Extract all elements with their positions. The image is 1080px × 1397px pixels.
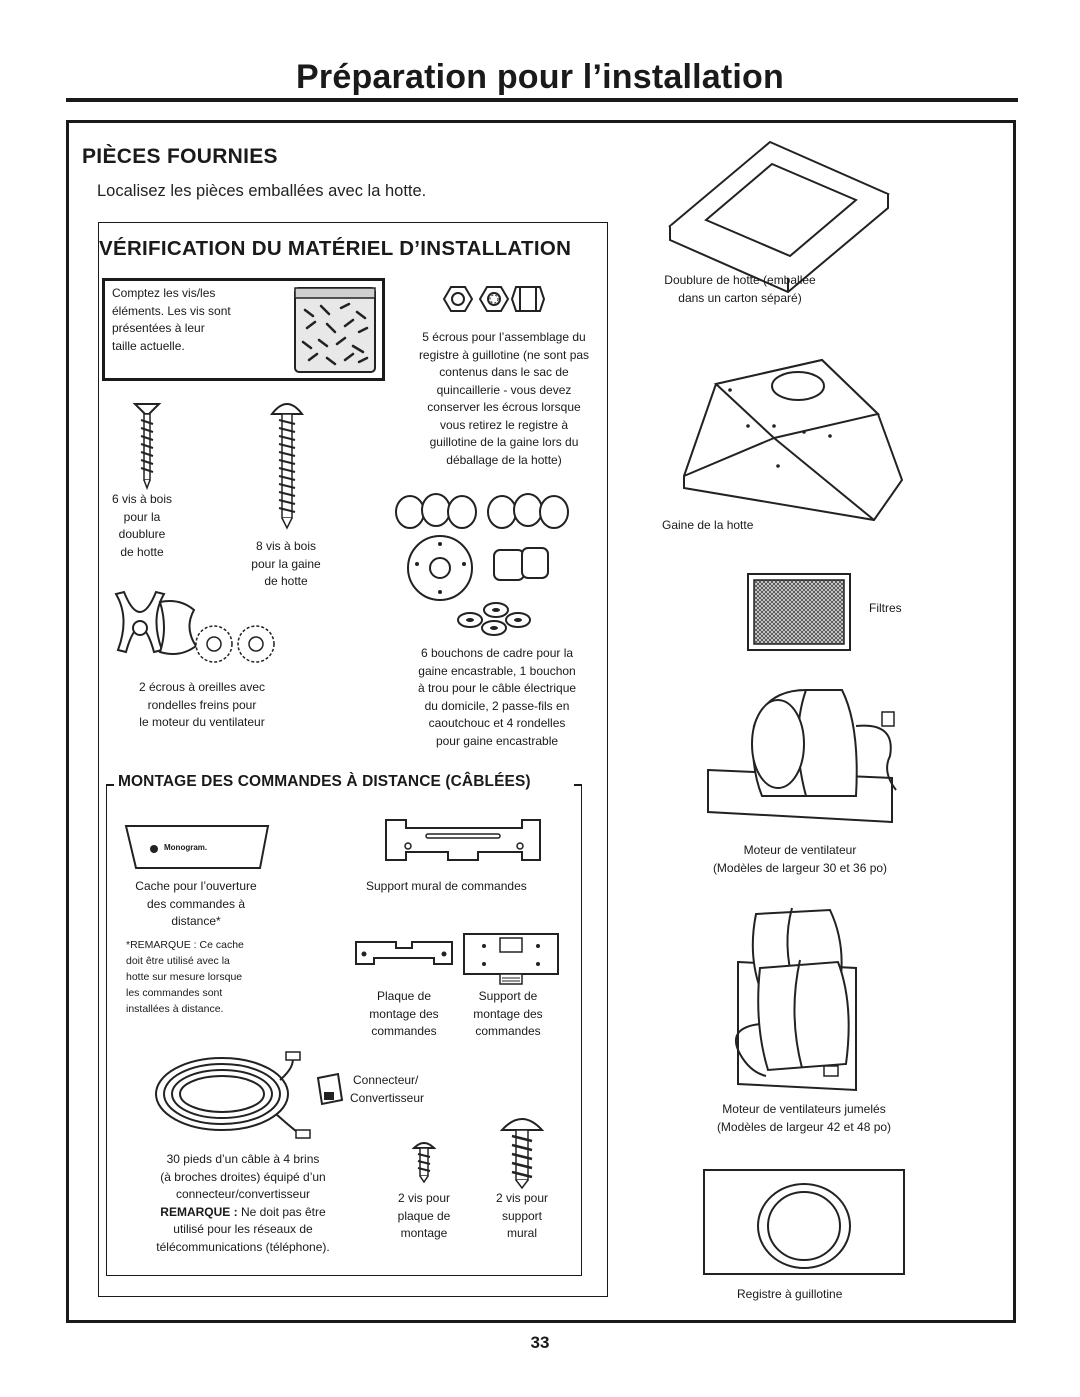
hex-nuts-icon: [442, 286, 546, 312]
hardware-heading: VÉRIFICATION DU MATÉRIEL D’INSTALLATION: [99, 237, 572, 260]
plugs-grommets-icon: [395, 493, 569, 636]
outer-frame: [66, 120, 1016, 1323]
controls-frame: [106, 784, 582, 1276]
filter-icon: [747, 573, 851, 651]
mounting-plate-icon: [355, 941, 453, 965]
damper-icon: [703, 1169, 905, 1275]
damper-caption: Registre à guillotine: [737, 1287, 843, 1301]
cable-caption: 30 pieds d’un câble à 4 brins(à broches …: [156, 1152, 330, 1254]
twin-motor-caption: Moteur de ventilateurs jumelés(Modèles d…: [716, 1102, 892, 1134]
count-note-box: [102, 278, 385, 381]
cable-icon: [155, 1051, 311, 1139]
section-heading: PIÈCES FOURNIES: [82, 145, 278, 168]
wall-support-icon: [385, 819, 541, 861]
motor-caption: Moteur de ventilateur(Modèles de largeur…: [712, 843, 888, 875]
connector-caption: Connecteur/Convertisseur: [350, 1073, 425, 1105]
hood-duct-icon: [683, 358, 904, 522]
blower-motor-icon: [707, 689, 897, 824]
plate-screw-icon: [411, 1142, 437, 1184]
duct-caption: Gaine de la hotte: [662, 518, 754, 532]
wing-nuts-icon: [114, 590, 275, 663]
hood-liner-icon: [668, 140, 890, 294]
mounting-support-icon: [463, 933, 559, 985]
connector-icon: [316, 1072, 344, 1106]
round-head-screw-icon: [269, 403, 305, 530]
title-rule: [66, 98, 1018, 102]
support-screw-icon: [499, 1118, 545, 1190]
hardware-frame: [98, 222, 608, 1297]
twin-blower-motor-icon: [735, 907, 857, 1092]
page-title: Préparation pour l’installation: [296, 58, 784, 96]
filters-caption: Filtres: [869, 601, 902, 615]
section-intro: Localisez les pièces emballées avec la h…: [97, 182, 427, 200]
controls-heading: MONTAGE DES COMMANDES À DISTANCE (CÂBLÉE…: [118, 773, 531, 790]
control-cover-icon: [124, 825, 270, 869]
flat-head-screw-icon: [132, 403, 162, 491]
page-number: 33: [530, 1333, 550, 1352]
hardware-bag-icon: [294, 287, 376, 373]
wall-support-caption: Support mural de commandes: [366, 879, 527, 893]
monogram-logo: Monogram.: [164, 843, 208, 852]
